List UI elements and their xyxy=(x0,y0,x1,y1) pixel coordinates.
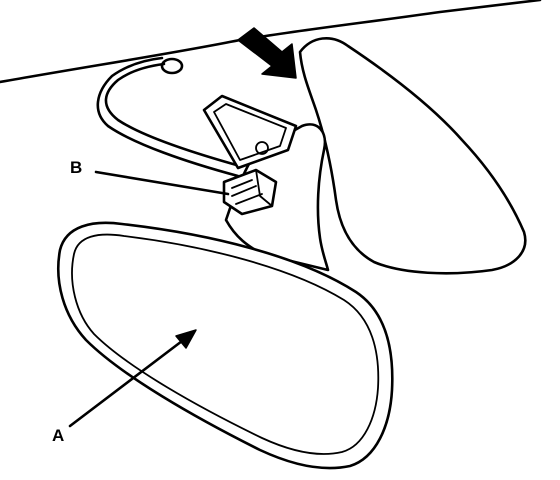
mount-base xyxy=(202,94,298,170)
wire-harness xyxy=(104,62,242,168)
mount-base-inner xyxy=(213,103,287,161)
callout-label-b: B xyxy=(70,158,83,177)
wire-harness-inner xyxy=(96,56,240,178)
leader-line-b xyxy=(94,170,230,196)
direction-arrow-icon xyxy=(237,27,297,79)
mirror-glass-edge xyxy=(71,233,380,455)
callout-label-a: A xyxy=(52,426,65,445)
connector-b-detail xyxy=(231,169,273,207)
mirror-body xyxy=(56,221,394,470)
leader-arrowhead-a xyxy=(175,329,197,349)
mount-cover xyxy=(298,37,527,275)
mount-screw xyxy=(255,141,269,155)
connector-b xyxy=(222,168,278,216)
wire-clip xyxy=(160,57,184,75)
leader-line-a xyxy=(68,336,188,428)
